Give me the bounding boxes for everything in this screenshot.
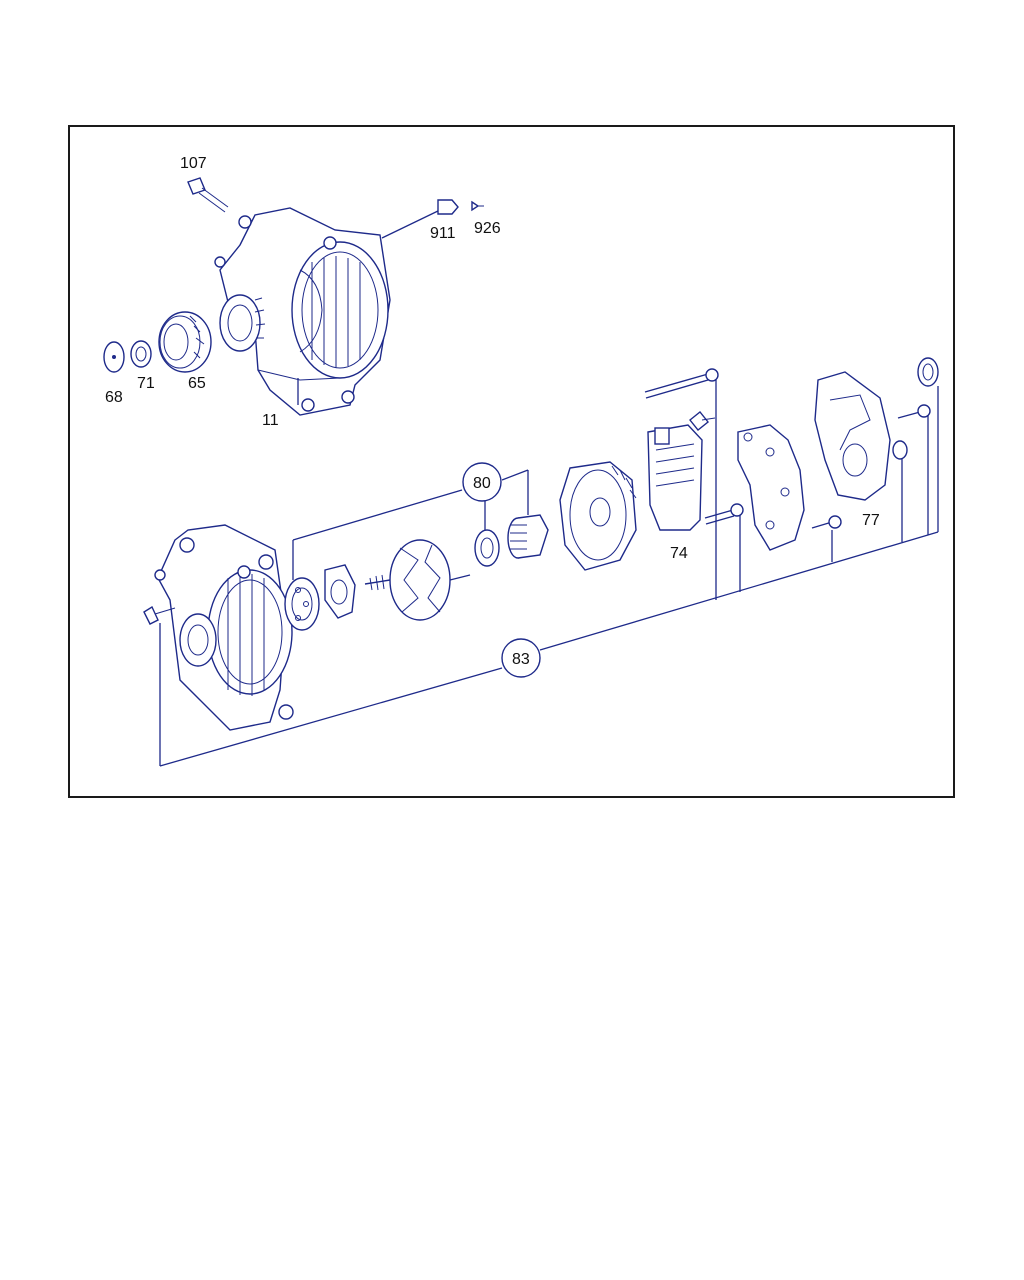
label-71: 71: [137, 375, 155, 392]
callout-83-circle: [501, 638, 541, 678]
label-911: 911: [430, 225, 456, 242]
bolt-107[interactable]: [187, 177, 229, 213]
cap-68[interactable]: [103, 341, 125, 373]
alternator-assembly[interactable]: [214, 207, 391, 416]
label-74: 74: [670, 545, 688, 562]
bearing-front[interactable]: [284, 577, 320, 631]
label-11: 11: [262, 412, 279, 429]
long-bolt[interactable]: [644, 368, 719, 399]
label-77: 77: [862, 512, 880, 529]
drive-end-housing[interactable]: [154, 524, 294, 731]
screw-middle[interactable]: [704, 503, 744, 525]
callout-80-circle: [462, 462, 502, 502]
retaining-plate[interactable]: [324, 564, 356, 619]
pulley-65[interactable]: [158, 311, 212, 373]
screw-washer[interactable]: [811, 515, 842, 529]
rectifier[interactable]: [737, 424, 805, 551]
rear-housing[interactable]: [559, 461, 637, 571]
slip-ring[interactable]: [507, 514, 549, 559]
nut-71[interactable]: [130, 340, 152, 368]
screw-right[interactable]: [897, 404, 931, 419]
regulator-74[interactable]: [647, 424, 703, 531]
connector-911[interactable]: [437, 199, 459, 215]
nut-top-right[interactable]: [917, 357, 939, 387]
label-83: 83: [512, 651, 530, 668]
label-926: 926: [474, 220, 501, 237]
rotor[interactable]: [364, 539, 471, 621]
cover-77[interactable]: [814, 371, 891, 501]
label-80: 80: [473, 475, 491, 492]
bearing-rear[interactable]: [474, 529, 500, 567]
screw-regulator[interactable]: [689, 411, 716, 431]
screw-926[interactable]: [471, 200, 484, 212]
label-65: 65: [188, 375, 206, 392]
housing-screw[interactable]: [143, 605, 176, 625]
label-107: 107: [180, 155, 207, 172]
nut-small-right[interactable]: [892, 440, 908, 460]
label-68: 68: [105, 389, 123, 406]
